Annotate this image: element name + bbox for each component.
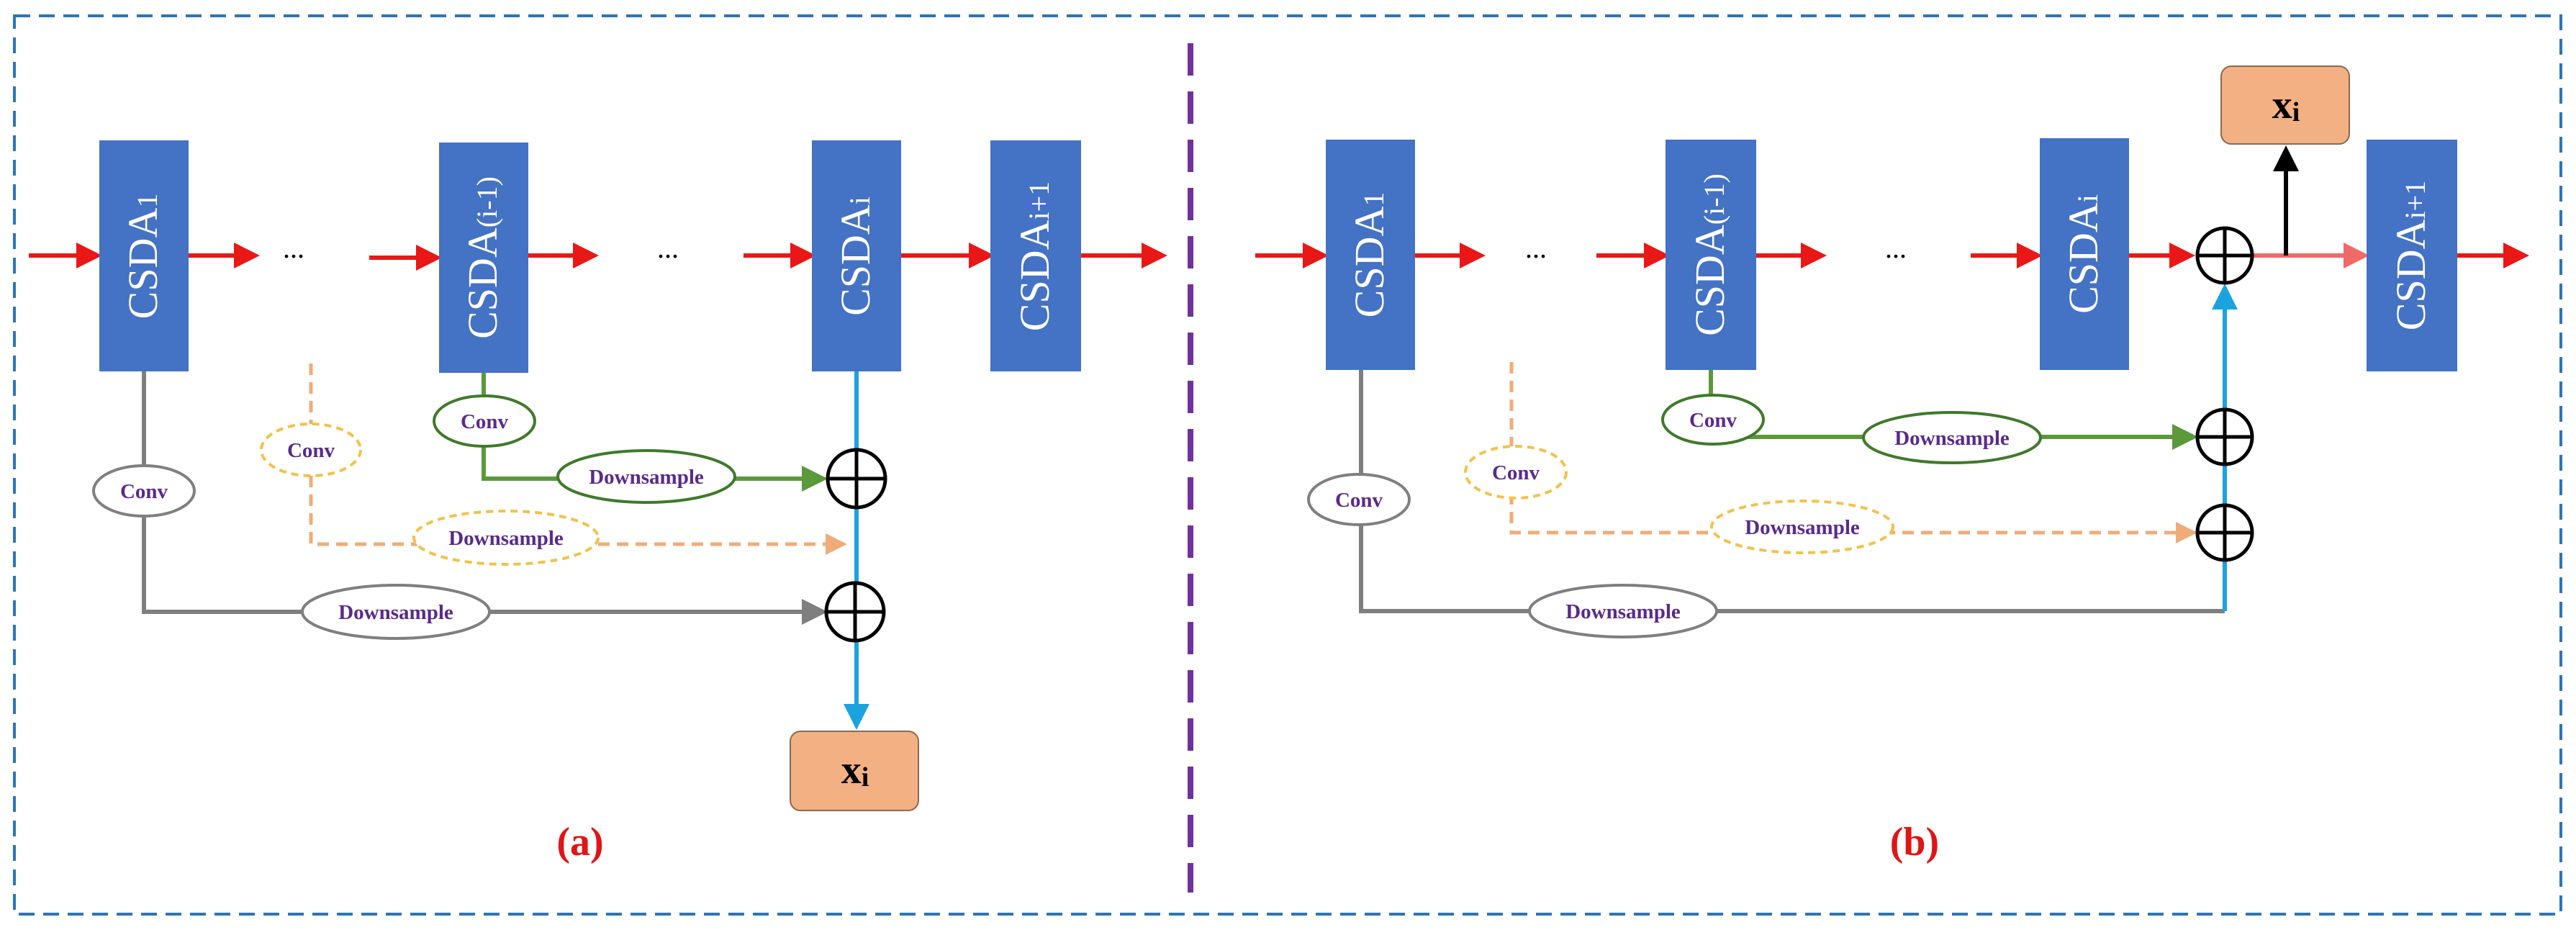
csda-block-i-minus-1: CSDA(i-1) — [439, 143, 528, 373]
csda-block-1: CSDA1 — [99, 140, 189, 371]
orange-dashed-path — [1509, 362, 2197, 543]
block-subscript: i+1 — [2399, 181, 2431, 220]
output-subscript: i — [862, 762, 869, 792]
downsample-oval-gray: Downsample — [1528, 584, 1718, 638]
svg-text:CSDAi: CSDAi — [2060, 194, 2107, 314]
panel-label: (b) — [1890, 820, 1939, 864]
ellipsis: ... — [1525, 232, 1547, 264]
block-label: CSDA — [1011, 220, 1058, 331]
svg-text:xi: xi — [2272, 83, 2300, 127]
conv-oval-green: Conv — [433, 394, 536, 448]
output-label: x — [841, 748, 862, 792]
block-label: CSDA — [1686, 225, 1733, 336]
sum-node — [824, 581, 886, 643]
oval-label: Downsample — [448, 527, 564, 550]
conv-oval-green: Conv — [1661, 394, 1765, 446]
block-label: CSDA — [119, 208, 166, 320]
svg-text:xi: xi — [841, 748, 869, 792]
block-label: CSDA — [2387, 219, 2434, 330]
ellipsis: ... — [283, 232, 304, 264]
oval-label: Conv — [1335, 489, 1383, 512]
sum-node — [826, 448, 887, 510]
block-subscript: (i-1) — [1698, 173, 1730, 225]
conv-oval-gray: Conv — [92, 464, 196, 518]
oval-label: Downsample — [1745, 516, 1860, 539]
block-label: CSDA — [459, 227, 506, 339]
block-label: CSDA — [1346, 207, 1393, 318]
csda-block-i-plus-1: CSDAi+1 — [2367, 140, 2457, 371]
oval-label: Conv — [1689, 409, 1737, 432]
block-label: CSDA — [2060, 202, 2107, 314]
downsample-oval-green: Downsample — [556, 449, 736, 504]
conv-oval-gray: Conv — [1307, 473, 1411, 526]
orange-dashed-path — [309, 363, 847, 555]
gray-skip-path — [142, 371, 828, 625]
block-subscript: i — [2071, 194, 2104, 202]
block-subscript: 1 — [131, 194, 163, 208]
ellipsis: ... — [657, 232, 679, 264]
csda-block-1: CSDA1 — [1326, 140, 1415, 370]
block-label: CSDA — [832, 204, 879, 316]
oval-label: Downsample — [1565, 600, 1681, 623]
block-subscript: (i-1) — [471, 176, 503, 227]
svg-text:CSDAi+1: CSDAi+1 — [2387, 181, 2434, 330]
ellipsis: ... — [1885, 232, 1907, 264]
downsample-oval-yellow-dashed: Downsample — [1710, 500, 1894, 554]
output-subscript: i — [2292, 97, 2300, 127]
panel-label: (a) — [556, 820, 603, 864]
oval-label: Conv — [1492, 461, 1540, 484]
svg-text:CSDAi: CSDAi — [832, 197, 879, 316]
downsample-oval-gray: Downsample — [301, 584, 491, 640]
csda-block-i: CSDAi — [812, 140, 901, 371]
sum-node — [2195, 407, 2254, 466]
sum-node — [2195, 503, 2254, 562]
downsample-oval-green: Downsample — [1862, 411, 2042, 464]
svg-text:CSDA1: CSDA1 — [1346, 192, 1393, 318]
oval-label: Conv — [120, 480, 168, 503]
outer-dashed-border — [13, 14, 2562, 916]
panel-a: ... ... CSDA1 CSDA(i-1) CSDAi CSDAi+1 — [29, 140, 1167, 864]
svg-text:CSDA(i-1): CSDA(i-1) — [1686, 173, 1733, 336]
oval-label: Downsample — [338, 601, 453, 624]
downsample-oval-yellow-dashed: Downsample — [412, 510, 600, 566]
oval-label: Downsample — [589, 466, 704, 489]
svg-text:CSDA1: CSDA1 — [119, 194, 166, 320]
output-box: xi — [2220, 66, 2350, 145]
panel-b: ... ... CSDA1 CSDA(i-1) CSDAi — [1255, 66, 2529, 864]
oval-label: Conv — [287, 439, 335, 462]
conv-oval-yellow-dashed: Conv — [260, 423, 362, 477]
svg-text:CSDAi+1: CSDAi+1 — [1011, 181, 1058, 331]
gray-skip-path — [1359, 370, 2225, 613]
output-box: xi — [790, 731, 919, 811]
sum-node — [2195, 226, 2254, 285]
output-label: x — [2272, 83, 2292, 127]
conv-oval-yellow-dashed: Conv — [1464, 445, 1568, 500]
svg-text:CSDA(i-1): CSDA(i-1) — [459, 176, 506, 339]
block-subscript: i+1 — [1023, 181, 1055, 220]
csda-block-i: CSDAi — [2040, 138, 2129, 370]
block-subscript: 1 — [1357, 192, 1390, 207]
oval-label: Downsample — [1894, 427, 2010, 450]
oval-label: Conv — [461, 410, 509, 433]
csda-block-i-minus-1: CSDA(i-1) — [1666, 140, 1756, 370]
block-subscript: i — [844, 197, 876, 204]
csda-block-i-plus-1: CSDAi+1 — [990, 140, 1081, 371]
